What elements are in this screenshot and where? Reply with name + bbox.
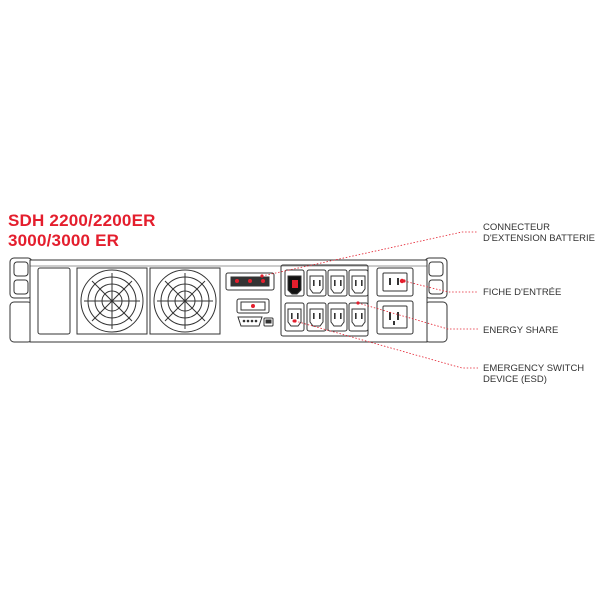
leader-dots (260, 274, 406, 323)
power-outlet-icon (327, 302, 348, 332)
power-inlet-icon (284, 269, 305, 297)
leader-lines (261, 231, 478, 369)
power-outlet-icon (284, 302, 305, 332)
leader-battery-connector (261, 231, 478, 277)
callout-input-plug-line-1: FICHE D'ENTRÉE (483, 287, 562, 298)
power-outlet-icon (306, 302, 327, 332)
outlet-panel (280, 264, 369, 337)
serial-port-icon (237, 316, 263, 327)
input-plug-socket (376, 267, 414, 297)
battery-access-panel (37, 267, 71, 335)
usb-port-icon (263, 317, 274, 327)
callout-battery-connector-line-1: CONNECTEUR (483, 222, 551, 233)
product-title: SDH 2200/2200ER 3000/3000 ER (8, 211, 156, 251)
fan-grille-icon (76, 267, 148, 335)
callout-battery-connector-line-2: D'EXTENSION BATTERIE (483, 233, 595, 244)
power-outlet-icon (327, 269, 348, 297)
rack-ear-right (424, 257, 448, 343)
product-title-line-1: SDH 2200/2200ER (8, 211, 156, 230)
product-title-line-2: 3000/3000 ER (8, 231, 120, 250)
callout-esd: EMERGENCY SWITCH DEVICE (ESD) (483, 363, 584, 385)
power-outlet-icon (348, 269, 369, 297)
callout-input-plug: FICHE D'ENTRÉE (483, 287, 561, 298)
battery-extension-connector (225, 272, 275, 291)
callout-battery-connector: CONNECTEUR D'EXTENSION BATTERIE (483, 222, 595, 244)
esd-connector (236, 298, 270, 314)
callout-esd-line-2: DEVICE (ESD) (483, 374, 547, 385)
callout-energy-share-line-1: ENERGY SHARE (483, 325, 559, 336)
leader-energy-share (357, 302, 478, 330)
fan-grille-icon (149, 267, 221, 335)
rack-ear-left (9, 257, 33, 343)
callout-energy-share: ENERGY SHARE (483, 325, 558, 336)
callout-esd-line-1: EMERGENCY SWITCH (483, 363, 585, 374)
power-outlet-icon (306, 269, 327, 297)
